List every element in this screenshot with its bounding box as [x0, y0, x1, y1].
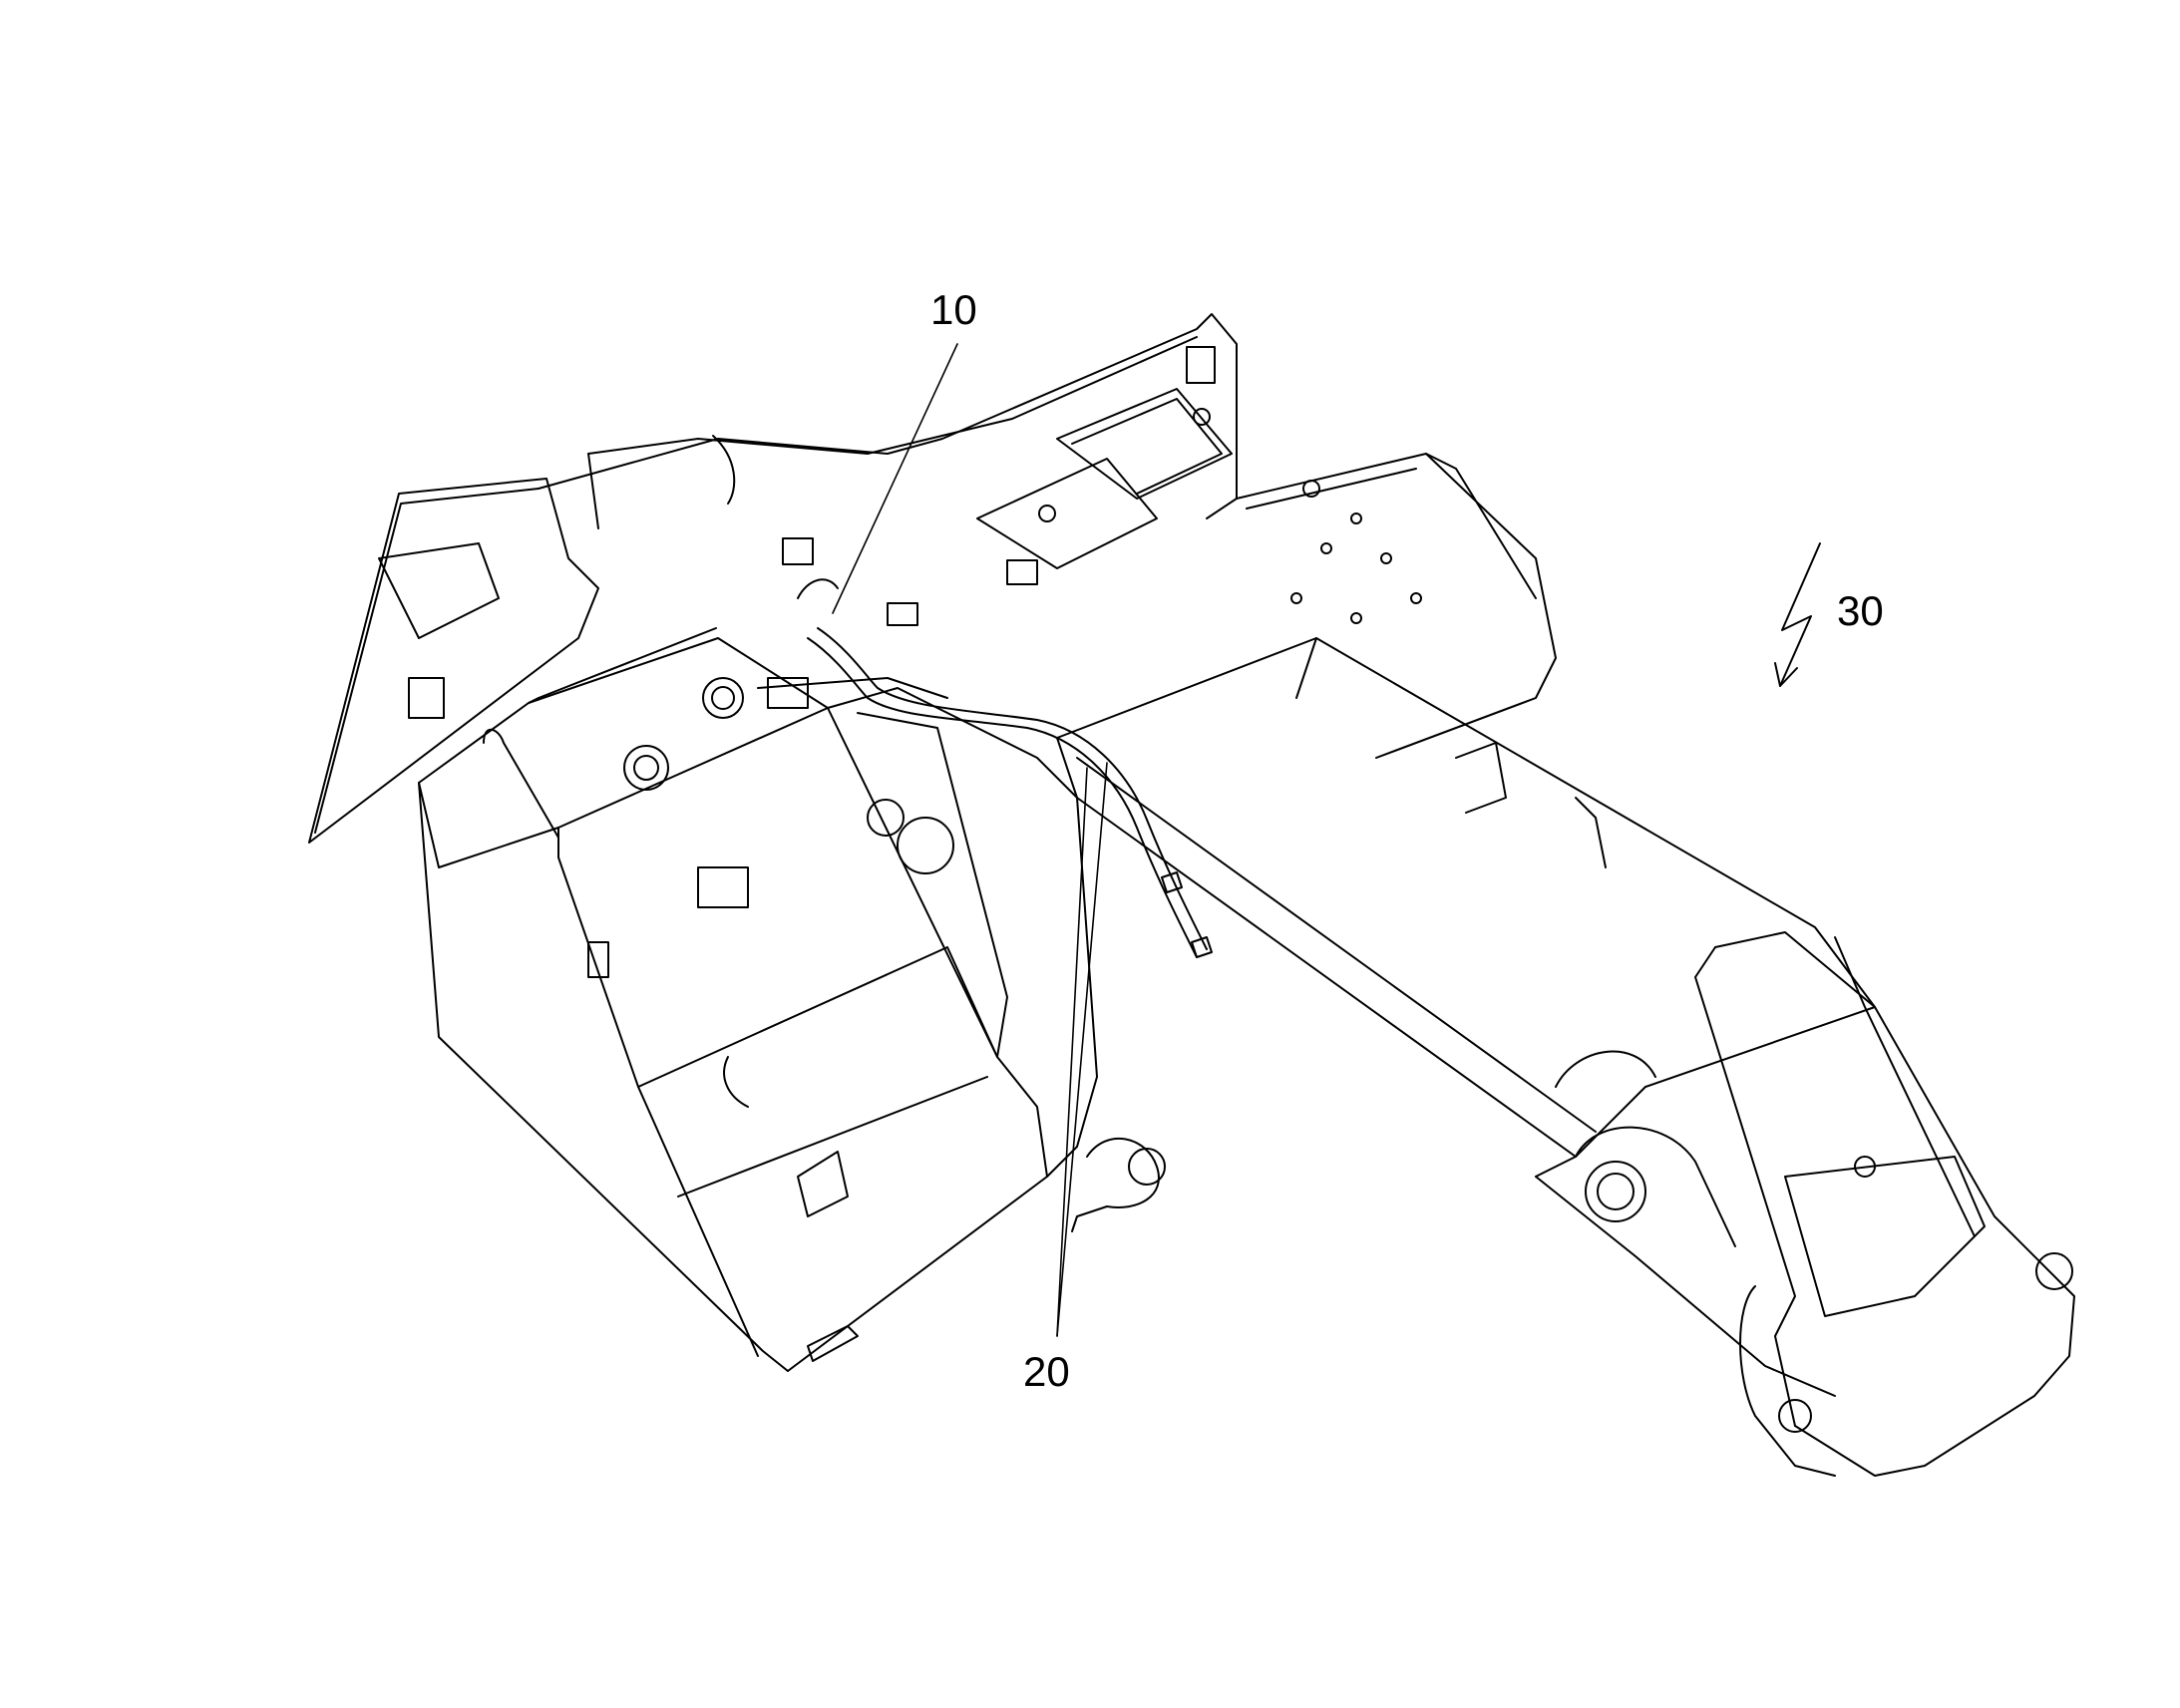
rear-frame — [308, 313, 1320, 844]
main-boom — [1056, 637, 1876, 1397]
reference-label-10: 10 — [930, 286, 977, 333]
lightning-arrow-icon — [1779, 542, 1821, 687]
tank-housing — [418, 627, 1048, 1372]
leader-lines — [832, 343, 1108, 1337]
boom-foot — [827, 687, 1166, 1232]
reference-label-20: 20 — [1023, 1348, 1070, 1395]
hydraulic-hoses — [797, 578, 1213, 958]
chassis-body — [1236, 453, 1557, 759]
leader-line-20-a — [1056, 762, 1108, 1337]
arm-assembly — [1694, 931, 2075, 1477]
arrow-30 — [1774, 542, 1821, 687]
reference-label-30: 30 — [1837, 587, 1884, 634]
leader-line-20-b — [1056, 767, 1088, 1337]
leader-line-10 — [832, 343, 958, 614]
